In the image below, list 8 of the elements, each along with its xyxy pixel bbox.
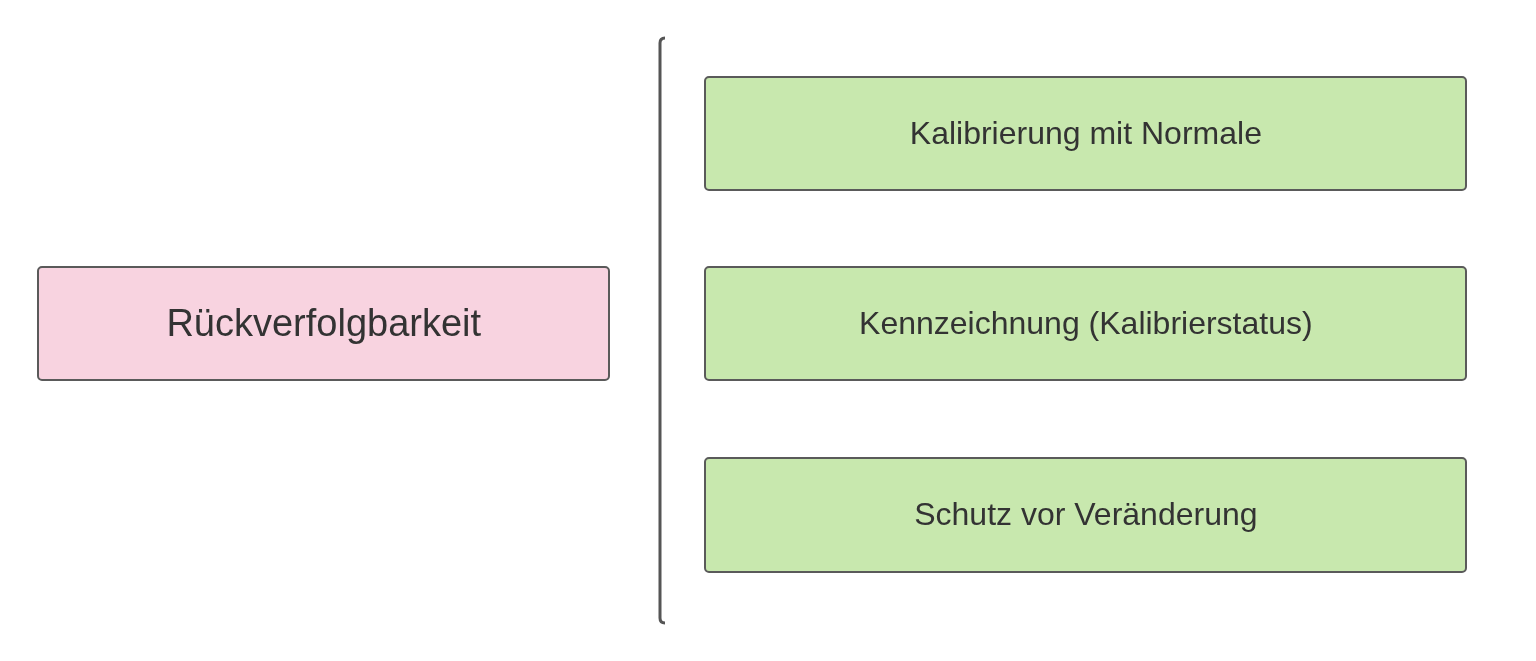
box-label: Schutz vor Veränderung [914,496,1258,534]
item-box [704,75,1468,192]
box-label: Kennzeichnung (Kalibrierstatus) [859,305,1313,343]
item-box [704,457,1468,573]
item-box [704,265,1468,382]
box-label: Rückverfolgbarkeit [166,302,482,346]
box-label: Kalibrierung mit Normale [909,114,1262,152]
topic-box [37,265,611,382]
